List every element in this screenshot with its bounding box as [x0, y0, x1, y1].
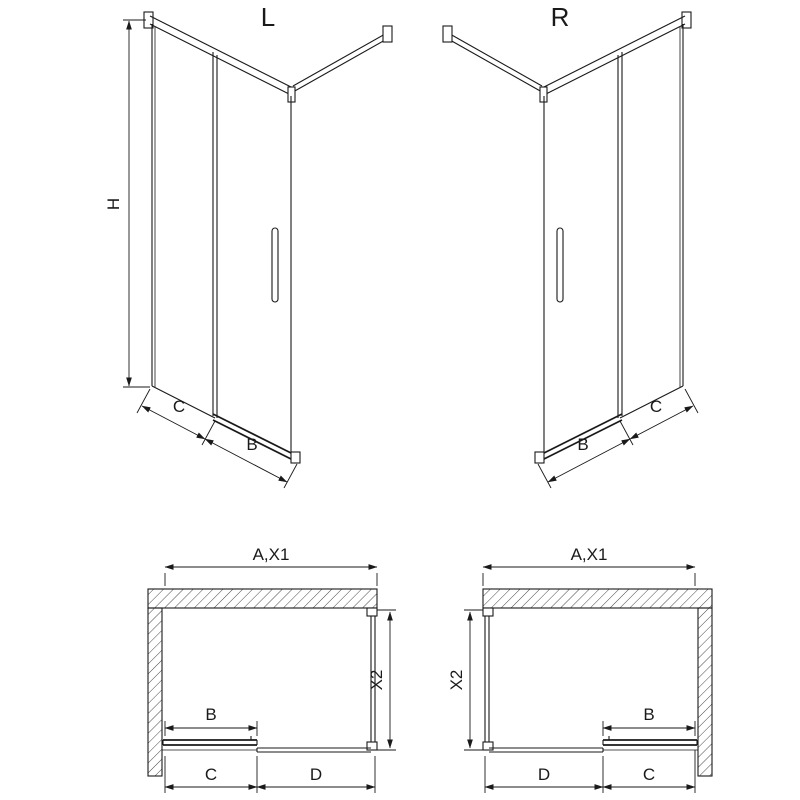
plan-left-dimension-depth: X2: [367, 609, 396, 751]
dim-label-c-right: C: [650, 397, 662, 416]
left-dimension-b: B: [204, 435, 298, 489]
plan-left-wall-side: [147, 607, 163, 777]
right-dimension-c: C: [629, 388, 699, 440]
left-dimension-c: C: [136, 388, 216, 446]
left-door-handle: [271, 227, 279, 303]
plan-right-view: A,X1 X2: [447, 545, 713, 793]
dim-label-b-right: B: [577, 435, 588, 454]
plan-right-dimension-door: B: [602, 705, 696, 736]
right-door-handle: [556, 227, 564, 303]
right-top-support-bar: [541, 11, 692, 97]
dim-label-b-left: B: [246, 435, 257, 454]
dim-label-x2-right: X2: [447, 670, 466, 691]
plan-left-dimension-door: B: [164, 705, 258, 736]
plan-left-wall-top: [147, 588, 378, 609]
plan-left-sliding-door: [162, 736, 258, 746]
plan-left-view: A,X1 X2: [147, 545, 396, 793]
left-wall-stabilizer-arm: [287, 25, 393, 103]
plan-right-wall-top: [482, 588, 713, 609]
right-wall-stabilizer-arm: [442, 25, 548, 103]
elevation-left-view: L: [104, 2, 393, 489]
dim-label-d-plan-right: D: [538, 765, 550, 784]
plan-right-dimension-bottom: D C: [484, 750, 696, 793]
left-dimension-height: H: [104, 19, 150, 388]
dim-label-c-left: C: [173, 397, 185, 416]
plan-right-dimension-width: A,X1: [482, 545, 696, 586]
dim-label-d-plan-left: D: [310, 765, 322, 784]
dim-label-ax1-right: A,X1: [571, 545, 608, 564]
left-glass-panels: [151, 24, 292, 452]
view-title-left: L: [261, 2, 275, 32]
plan-right-dimension-depth: X2: [447, 609, 483, 751]
plan-right-front-glass: [489, 747, 698, 753]
dim-label-h: H: [104, 198, 123, 210]
dim-label-b-plan-left: B: [205, 705, 216, 724]
dim-label-c-plan-left: C: [205, 765, 217, 784]
plan-left-dimension-width: A,X1: [164, 545, 378, 586]
plan-right-sliding-door: [602, 736, 698, 746]
plan-left-front-glass: [162, 747, 371, 753]
dim-label-c-plan-right: C: [643, 765, 655, 784]
right-glass-panels: [543, 24, 684, 452]
view-title-right: R: [551, 2, 570, 32]
elevation-right-view: R: [442, 2, 699, 489]
plan-left-dimension-bottom: C D: [164, 756, 376, 793]
plan-right-fixed-side-glass: [482, 607, 494, 751]
dim-label-x2-left: X2: [367, 670, 386, 691]
dim-label-ax1-left: A,X1: [253, 545, 290, 564]
plan-right-wall-side: [697, 607, 713, 777]
plan-left-fixed-side-glass: [366, 607, 378, 751]
right-dimension-b: B: [537, 420, 634, 489]
dim-label-b-plan-right: B: [643, 705, 654, 724]
